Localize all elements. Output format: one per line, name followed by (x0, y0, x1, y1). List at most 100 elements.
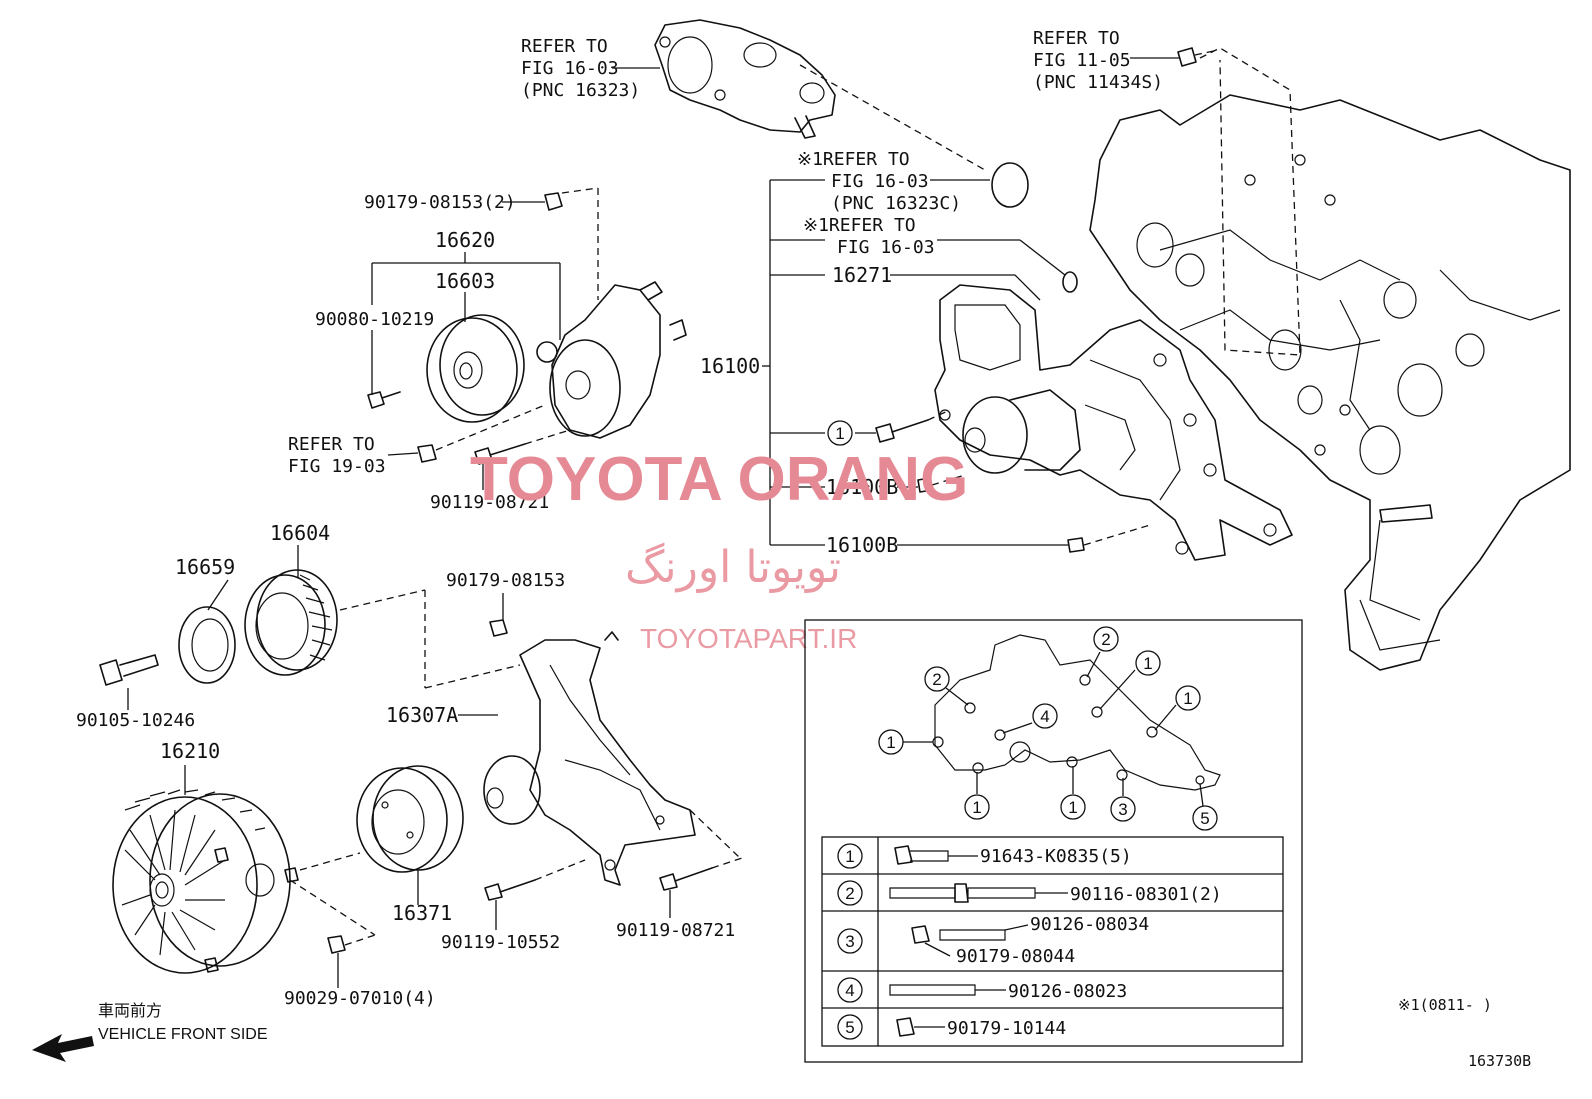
leader-bolt1-dash (927, 409, 951, 421)
ref-text-line: FIG 16-03 (521, 58, 619, 79)
inset-callout-1: 1 (1060, 794, 1086, 820)
bolt-circle1 (875, 419, 929, 443)
water-inlet-housing (654, 19, 836, 139)
part-label-16371: 16371 (392, 901, 452, 925)
vehicle-front-arrow-icon (32, 1034, 94, 1062)
leader-dowel-top (1194, 49, 1219, 56)
leader-pulley-dash (339, 589, 426, 611)
part-label-90080-10219: 90080-10219 (315, 309, 434, 330)
figure-id: 163730B (1468, 1052, 1531, 1070)
part-label-16100b-a: 16100B (826, 475, 898, 499)
callout-number: 2 (1101, 630, 1110, 649)
reference-label-fig16-03-c: ※1REFER TO FIG 16-03 (PNC 16323C) (797, 149, 961, 214)
inset-callout-4: 4 (1032, 703, 1058, 729)
leader-nut-dash (435, 404, 546, 451)
row-number: 5 (845, 1018, 854, 1037)
pulley-16371 (356, 765, 464, 873)
watermark-brand: TOYOTA ORANG (470, 445, 968, 514)
part-label-90179-08153-2: 90179-08153(2) (364, 192, 516, 213)
leader-coupling-dash (299, 852, 361, 871)
table-row: 5 90179-10144 (837, 1014, 1066, 1040)
reference-label-fig19-03: REFER TO FIG 19-03 (288, 434, 386, 477)
part-number: 91643-K0835(5) (980, 846, 1132, 867)
callout-number: 4 (1040, 707, 1049, 726)
leader-dowelb-dash (1083, 524, 1151, 546)
row-number: 2 (845, 884, 854, 903)
gasket-oring-top (991, 162, 1029, 208)
part-label-16603: 16603 (435, 269, 495, 293)
part-number: 90179-10144 (947, 1018, 1066, 1039)
ref-text-line: (PNC 11434S) (1033, 72, 1163, 93)
bolt-90105-10246 (99, 654, 159, 686)
table-row: 1 91643-K0835(5) (837, 843, 1132, 869)
ref-text-line: (PNC 16323C) (831, 193, 961, 214)
bolt-90119-08721-a (474, 443, 526, 465)
callout-number: 5 (1200, 809, 1209, 828)
row-number: 1 (845, 847, 854, 866)
vehicle-front-label-en: VEHICLE FRONT SIDE (98, 1026, 268, 1043)
part-label-16271: 16271 (832, 263, 892, 287)
ref-text-line: REFER TO (521, 36, 608, 57)
part-label-16100b-b: 16100B (826, 533, 898, 557)
bolt-90080-10219 (367, 391, 401, 409)
part-number: 90126-08023 (1008, 981, 1127, 1002)
callout-number: 2 (932, 670, 941, 689)
leader-dowela-dash (931, 474, 966, 486)
part-label-90029-07010-4: 90029-07010(4) (284, 988, 436, 1009)
vehicle-front-label-jp: 車両前方 (98, 1001, 162, 1020)
ref-text-line: ※1REFER TO (803, 215, 916, 236)
footnote: ※1(0811- ) (1398, 996, 1492, 1014)
callout-number: 1 (886, 733, 895, 752)
dowel-16100b-a (917, 477, 933, 493)
inset-detail-box (804, 619, 1303, 1063)
leader-pulley-dash3 (424, 664, 521, 689)
ref-text-line: REFER TO (288, 434, 375, 455)
water-pump-assembly (934, 284, 1293, 561)
leader-clutch-dash (289, 879, 376, 936)
part-label-16620: 16620 (435, 228, 495, 252)
ref-text-line: ※1REFER TO (797, 149, 910, 170)
bolt-90119-08721-b (659, 867, 713, 891)
watermark-site: TOYOTAPART.IR (640, 623, 857, 654)
leader-bracket-dash (534, 859, 586, 881)
tensioner-16620 (536, 281, 687, 439)
leader-bracket-dash3 (689, 809, 741, 859)
callout-number: 1 (972, 798, 981, 817)
nut-90179-08153-2 (544, 192, 563, 211)
idler-pulley-16603 (426, 314, 525, 423)
part-label-90105-10246: 90105-10246 (76, 710, 195, 731)
bracket-16307a (483, 631, 696, 886)
callout-number: 3 (1118, 800, 1127, 819)
inset-table (821, 836, 1284, 1047)
part-number: 90179-08044 (956, 946, 1075, 967)
inset-callout-5: 5 (1192, 805, 1218, 831)
leader-clutch-dash2 (344, 934, 376, 946)
callout-number: 1 (1183, 689, 1192, 708)
inset-pump-outline (934, 634, 1221, 791)
reference-label-fig16-03-b: ※1REFER TO FIG 16-03 (803, 215, 935, 258)
part-label-16604: 16604 (270, 521, 330, 545)
ref-text-line: FIG 11-05 (1033, 50, 1131, 71)
leader-lines (127, 57, 1180, 988)
inset-callout-2: 2 (924, 666, 950, 692)
part-label-90119-08721-b: 90119-08721 (616, 920, 735, 941)
gasket-oring-small (1062, 271, 1078, 293)
ref-text-line: (PNC 16323) (521, 80, 640, 101)
callout-circle-1-main: 1 (827, 420, 853, 446)
leader-bracket-dash2 (711, 857, 743, 869)
part-label-90179-08153: 90179-08153 (446, 570, 565, 591)
ref-text-line: FIG 16-03 (831, 171, 929, 192)
callout-number: 1 (835, 424, 844, 443)
watermark-persian: تویوتا اورنگ (625, 542, 841, 593)
dowel-16100b-b (1067, 537, 1085, 553)
part-label-90119-08721-a: 90119-08721 (430, 492, 549, 513)
row-number: 3 (845, 932, 854, 951)
fan-clutch-16210 (112, 789, 299, 974)
reference-label-fig11-05: REFER TO FIG 11-05 (PNC 11434S) (1033, 28, 1163, 93)
nut-90029-07010-4 (327, 935, 346, 954)
callout-number: 1 (1068, 798, 1077, 817)
